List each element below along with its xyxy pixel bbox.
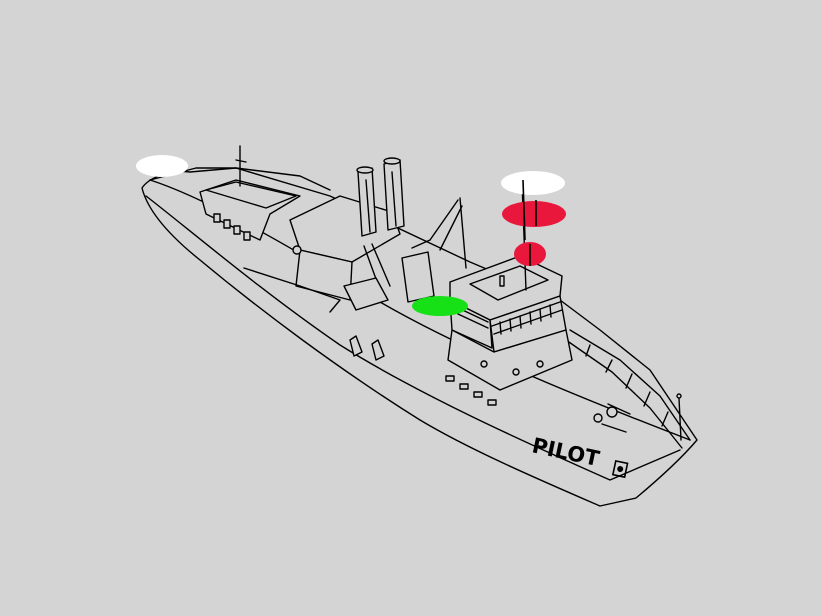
masthead-light (501, 171, 565, 195)
porthole (460, 384, 468, 389)
stern-light (136, 155, 188, 177)
porthole (446, 376, 454, 381)
porthole (513, 369, 519, 375)
starboard-sidelight (412, 296, 468, 316)
porthole (488, 400, 496, 405)
crane-housing (402, 252, 434, 302)
porthole (234, 226, 240, 234)
porthole (214, 214, 220, 222)
upper-red-light (502, 201, 566, 227)
jackstaff-top (677, 394, 681, 398)
porthole (244, 232, 250, 240)
porthole (537, 361, 543, 367)
porthole (481, 361, 487, 367)
porthole (293, 246, 301, 254)
porthole (474, 392, 482, 397)
wheelhouse-antenna (500, 276, 504, 286)
porthole (224, 220, 230, 228)
